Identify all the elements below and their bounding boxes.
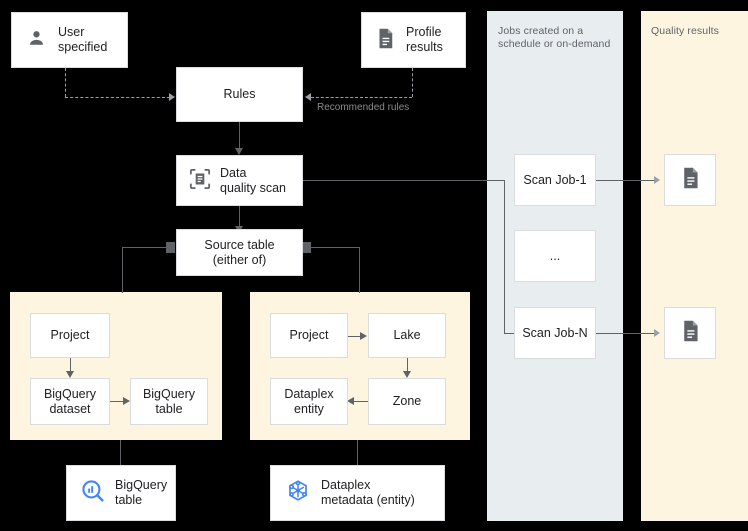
node-dp-entity-label: Dataplex entity — [284, 386, 334, 416]
node-rules[interactable]: Rules — [176, 67, 303, 122]
document-icon — [376, 28, 395, 53]
node-rules-label: Rules — [223, 87, 256, 101]
legend-bigquery-table[interactable]: BigQuery table — [66, 465, 176, 521]
node-source-table[interactable]: Source table (either of) — [176, 229, 303, 276]
node-dp-entity[interactable]: Dataplex entity — [270, 378, 348, 425]
panel-results-label: Quality results — [651, 25, 720, 37]
edge-dp-lake-to-zone-line — [407, 358, 408, 373]
edge-source-right-vertical — [359, 247, 360, 293]
edge-bq-dataset-to-table-line — [110, 401, 125, 402]
edge-profile-to-rules-horizontal — [311, 97, 412, 98]
node-dp-project-label: Project — [289, 328, 329, 342]
source-table-left-connector — [166, 242, 175, 253]
edge-bq-panel-to-legend-line — [120, 440, 121, 465]
edge-user-to-rules-horizontal — [65, 97, 170, 98]
edge-jobn-to-resultn-line — [596, 333, 656, 334]
source-table-right-connector — [302, 242, 311, 253]
node-dp-zone-label: Zone — [392, 394, 422, 408]
legend-dataplex-metadata[interactable]: Dataplex metadata (entity) — [270, 465, 445, 521]
dataplex-icon — [285, 478, 311, 508]
edge-bq-project-to-dataset-arrow — [66, 371, 74, 378]
document-icon — [681, 167, 700, 193]
edge-dp-project-to-lake-line — [348, 336, 362, 337]
edge-scan-to-jobn-horizontal — [504, 333, 514, 334]
node-bq-project-label: Project — [50, 328, 90, 342]
edge-dp-project-to-lake-arrow — [360, 332, 367, 340]
edge-dp-panel-to-legend-line — [357, 440, 358, 465]
node-scan-job-1[interactable]: Scan Job-1 — [514, 154, 596, 206]
panel-jobs-label: Jobs created on a schedule or on-demand — [498, 25, 611, 50]
document-icon — [681, 320, 700, 346]
edge-rules-to-scan-arrow — [235, 148, 243, 155]
node-data-quality-scan-label: Data quality scan — [220, 165, 287, 195]
edge-scan-to-source-line — [239, 206, 240, 229]
node-scan-job-1-label: Scan Job-1 — [523, 172, 587, 187]
node-bq-project[interactable]: Project — [30, 313, 110, 358]
node-dp-lake[interactable]: Lake — [368, 313, 446, 358]
node-result-doc-n[interactable] — [664, 307, 716, 359]
node-user-specified[interactable]: User specified — [11, 12, 128, 68]
edge-dp-zone-to-entity-line — [352, 401, 368, 402]
edge-user-to-rules-arrow — [169, 93, 175, 101]
edge-jobn-to-resultn-arrow — [654, 329, 660, 337]
node-scan-job-ellipsis: ... — [514, 230, 596, 282]
node-scan-job-ellipsis-label: ... — [549, 248, 561, 263]
node-dp-project[interactable]: Project — [270, 313, 348, 358]
edge-bq-project-to-dataset-line — [70, 358, 71, 373]
node-bq-table-label: BigQuery table — [142, 386, 196, 416]
edge-profile-to-rules-arrow — [305, 93, 311, 101]
node-data-quality-scan[interactable]: Data quality scan — [176, 155, 303, 206]
node-dp-lake-label: Lake — [393, 328, 421, 342]
edge-bq-dataset-to-table-arrow — [123, 397, 130, 405]
node-scan-job-n-label: Scan Job-N — [522, 325, 588, 340]
panel-results — [641, 11, 748, 521]
edge-rules-to-scan-line — [239, 122, 240, 150]
legend-bigquery-table-label: BigQuery table — [115, 478, 168, 507]
node-bq-dataset[interactable]: BigQuery dataset — [30, 378, 110, 425]
node-dp-zone[interactable]: Zone — [368, 378, 446, 425]
scan-icon — [189, 168, 211, 194]
node-profile-results[interactable]: Profile results — [361, 12, 466, 68]
edge-source-left-horizontal — [122, 247, 168, 248]
edge-source-right-horizontal — [310, 247, 360, 248]
node-source-table-label: Source table (either of) — [204, 237, 275, 267]
legend-dataplex-metadata-label: Dataplex metadata (entity) — [321, 478, 415, 507]
edge-job1-to-result1-line — [596, 180, 656, 181]
edge-profile-to-rules-vertical — [412, 68, 413, 97]
node-bq-table[interactable]: BigQuery table — [130, 378, 208, 425]
node-profile-results-label: Profile results — [406, 25, 443, 54]
node-scan-job-n[interactable]: Scan Job-N — [514, 307, 596, 359]
edge-label-recommended-rules: Recommended rules — [317, 102, 410, 113]
node-user-specified-label: User specified — [58, 25, 108, 54]
edge-dp-zone-to-entity-arrow — [347, 397, 354, 405]
node-bq-dataset-label: BigQuery dataset — [43, 386, 97, 416]
person-icon — [26, 28, 47, 53]
bigquery-icon — [81, 479, 105, 507]
edge-scan-to-jobs-horizontal — [303, 180, 505, 181]
edge-scan-to-jobs-vertical — [504, 180, 505, 333]
edge-job1-to-result1-arrow — [654, 176, 660, 184]
edge-user-to-rules-vertical — [65, 68, 66, 97]
edge-dp-lake-to-zone-arrow — [403, 371, 411, 378]
edge-source-left-vertical — [122, 247, 123, 293]
node-result-doc-1[interactable] — [664, 154, 716, 206]
